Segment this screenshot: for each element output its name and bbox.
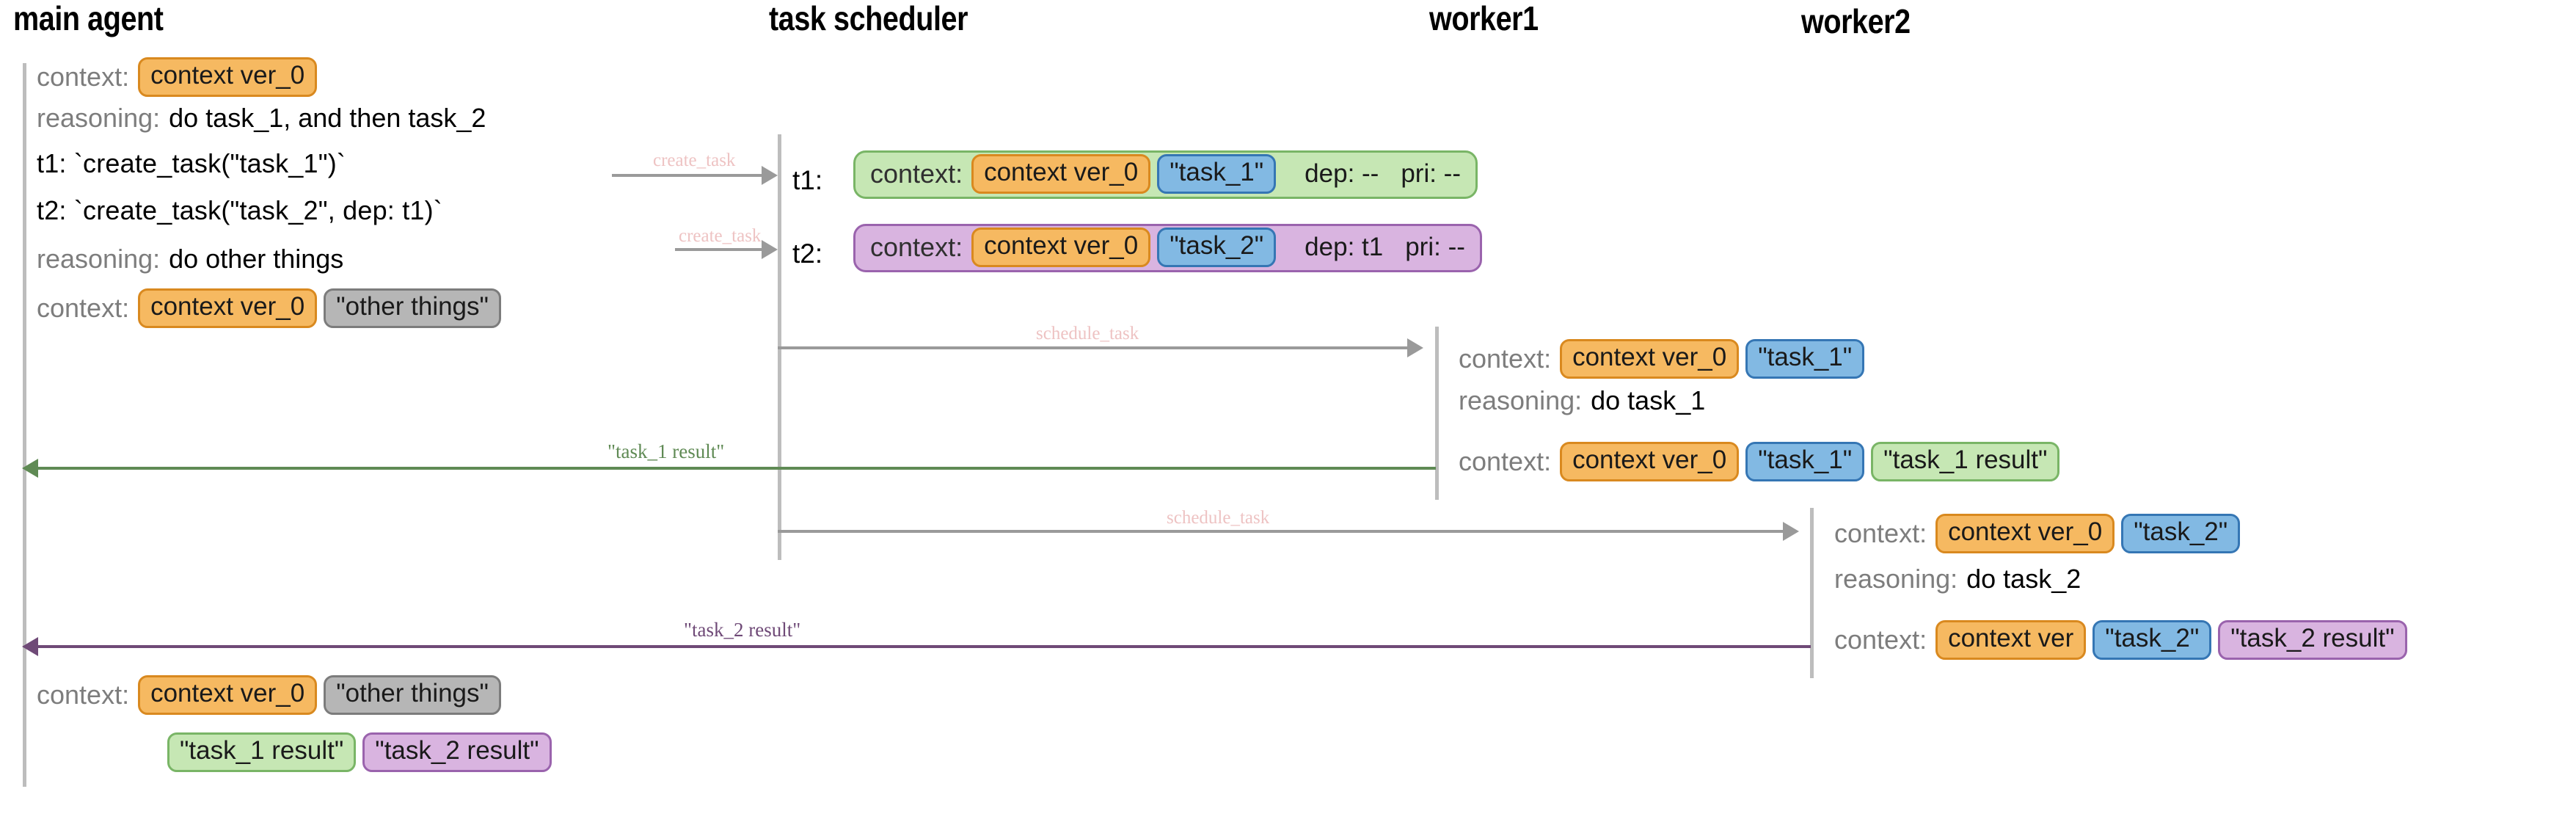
lifeline-worker1 <box>1435 327 1439 500</box>
field-label-reasoning: reasoning: <box>1459 385 1583 415</box>
worker1-context-row-1: context: context ver_0 "task_1" <box>1459 339 1865 379</box>
t2-code-text: t2: `create_task("task_2", dep: t1)` <box>37 195 443 225</box>
lane-title-worker2: worker2 <box>1801 2 1911 40</box>
main-agent-t2-call: t2: `create_task("task_2", dep: t1)` <box>37 195 442 226</box>
worker1-context-row-2: context: context ver_0 "task_1" "task_1 … <box>1459 442 2060 481</box>
lifeline-main-agent <box>23 63 26 787</box>
pill-task-name: "task_1" <box>1157 154 1277 194</box>
pill-task-2-result: "task_2 result" <box>2218 620 2407 660</box>
pill-task-1-result: "task_1 result" <box>167 732 357 772</box>
arrow-label-task-1-result: "task_1 result" <box>607 440 725 462</box>
worker2-context-row-2: context: context ver "task_2" "task_2 re… <box>1834 620 2407 660</box>
pill-task-1-result: "task_1 result" <box>1871 442 2060 481</box>
field-label-reasoning: reasoning: <box>1834 564 1958 594</box>
pill-context-ver: context ver_0 <box>138 288 318 328</box>
pill-context-ver: context ver <box>1935 620 2087 660</box>
main-agent-reasoning-row-1: reasoning: do task_1, and then task_2 <box>37 103 486 134</box>
lane-title-task-scheduler: task scheduler <box>769 0 968 37</box>
task-row-t2: context: context ver_0 "task_2" dep: t1 … <box>853 224 1482 272</box>
arrow-head-task-2-result <box>22 637 38 656</box>
main-agent-context-row-2: context: context ver_0 "other things" <box>37 288 501 328</box>
pill-context-ver: context ver_0 <box>1560 339 1740 379</box>
field-label-context-2: context: <box>1834 624 1927 655</box>
task-key-t2: t2: <box>792 239 823 269</box>
arrow-label-create-task-2: create_task <box>679 226 762 246</box>
reasoning-text: do task_1 <box>1591 385 1706 415</box>
arrow-head-create-task-1 <box>762 166 778 185</box>
pill-task-name: "task_1" <box>1745 339 1865 379</box>
pill-context-ver: context ver_0 <box>971 228 1151 267</box>
field-label-context: context: <box>870 232 963 262</box>
task-pri: pri: -- <box>1401 159 1461 188</box>
task-dep: dep: t1 <box>1305 233 1384 261</box>
field-label-context: context: <box>870 159 963 189</box>
pill-other-things: "other things" <box>324 675 501 715</box>
arrow-head-create-task-2 <box>762 240 778 259</box>
task-pri: pri: -- <box>1405 233 1465 261</box>
arrow-label-task-2-result: "task_2 result" <box>684 619 801 641</box>
arrow-schedule-task-1 <box>778 346 1413 349</box>
worker2-reasoning-row: reasoning: do task_2 <box>1834 564 2081 594</box>
field-label-reasoning: reasoning: <box>37 103 161 133</box>
task-dep: dep: -- <box>1305 159 1379 188</box>
arrow-head-task-1-result <box>22 459 38 478</box>
task-row-t1: context: context ver_0 "task_1" dep: -- … <box>853 150 1478 199</box>
field-label-context: context: <box>1834 517 1927 548</box>
main-agent-context-row-1: context: context ver_0 <box>37 57 318 97</box>
arrow-head-schedule-task-2 <box>1783 522 1799 541</box>
field-label-reasoning-2: reasoning: <box>37 244 161 274</box>
pill-task-name: "task_1" <box>1745 442 1865 481</box>
main-agent-reasoning-row-2: reasoning: do other things <box>37 244 343 274</box>
field-label-context-2: context: <box>37 292 130 323</box>
arrow-label-schedule-task-2: schedule_task <box>1167 508 1270 528</box>
field-label-context: context: <box>1459 343 1552 374</box>
worker2-context-row-1: context: context ver_0 "task_2" <box>1834 514 2241 553</box>
pill-task-2-result: "task_2 result" <box>362 732 552 772</box>
lifeline-worker2 <box>1810 508 1814 678</box>
lane-title-main-agent: main agent <box>13 0 164 37</box>
arrow-label-schedule-task-1: schedule_task <box>1036 324 1139 343</box>
reasoning-text: do task_1, and then task_2 <box>169 103 486 133</box>
pill-task-name: "task_2" <box>2092 620 2212 660</box>
pill-context-ver: context ver_0 <box>1560 442 1740 481</box>
arrow-head-schedule-task-1 <box>1407 338 1423 357</box>
pill-context-ver: context ver_0 <box>138 675 318 715</box>
pill-other-things: "other things" <box>324 288 501 328</box>
main-agent-t1-call: t1: `create_task("task_1")` <box>37 148 346 179</box>
arrow-task-1-result <box>38 467 1436 470</box>
arrow-label-create-task-1: create_task <box>653 150 736 170</box>
field-label-context-2: context: <box>1459 445 1552 476</box>
pill-context-ver: context ver_0 <box>1935 514 2115 553</box>
t1-code-text: t1: `create_task("task_1")` <box>37 148 346 178</box>
arrow-task-2-result <box>38 645 1811 648</box>
arrow-create-task-1 <box>612 174 767 177</box>
field-label-context-final: context: <box>37 679 130 710</box>
arrow-create-task-2 <box>675 248 767 251</box>
field-label-context: context: <box>37 61 130 92</box>
reasoning-text-2: do other things <box>169 244 344 274</box>
reasoning-text: do task_2 <box>1966 564 2081 594</box>
pill-task-name: "task_2" <box>2121 514 2241 553</box>
main-agent-results-row: "task_1 result" "task_2 result" <box>167 732 552 772</box>
pill-context-ver: context ver_0 <box>138 57 318 97</box>
pill-context-ver: context ver_0 <box>971 154 1151 194</box>
lane-title-worker1: worker1 <box>1429 0 1539 37</box>
arrow-schedule-task-2 <box>778 530 1789 533</box>
worker1-reasoning-row: reasoning: do task_1 <box>1459 385 1705 416</box>
pill-task-name: "task_2" <box>1157 228 1277 267</box>
main-agent-context-row-final: context: context ver_0 "other things" <box>37 675 501 715</box>
task-key-t1: t1: <box>792 165 823 195</box>
